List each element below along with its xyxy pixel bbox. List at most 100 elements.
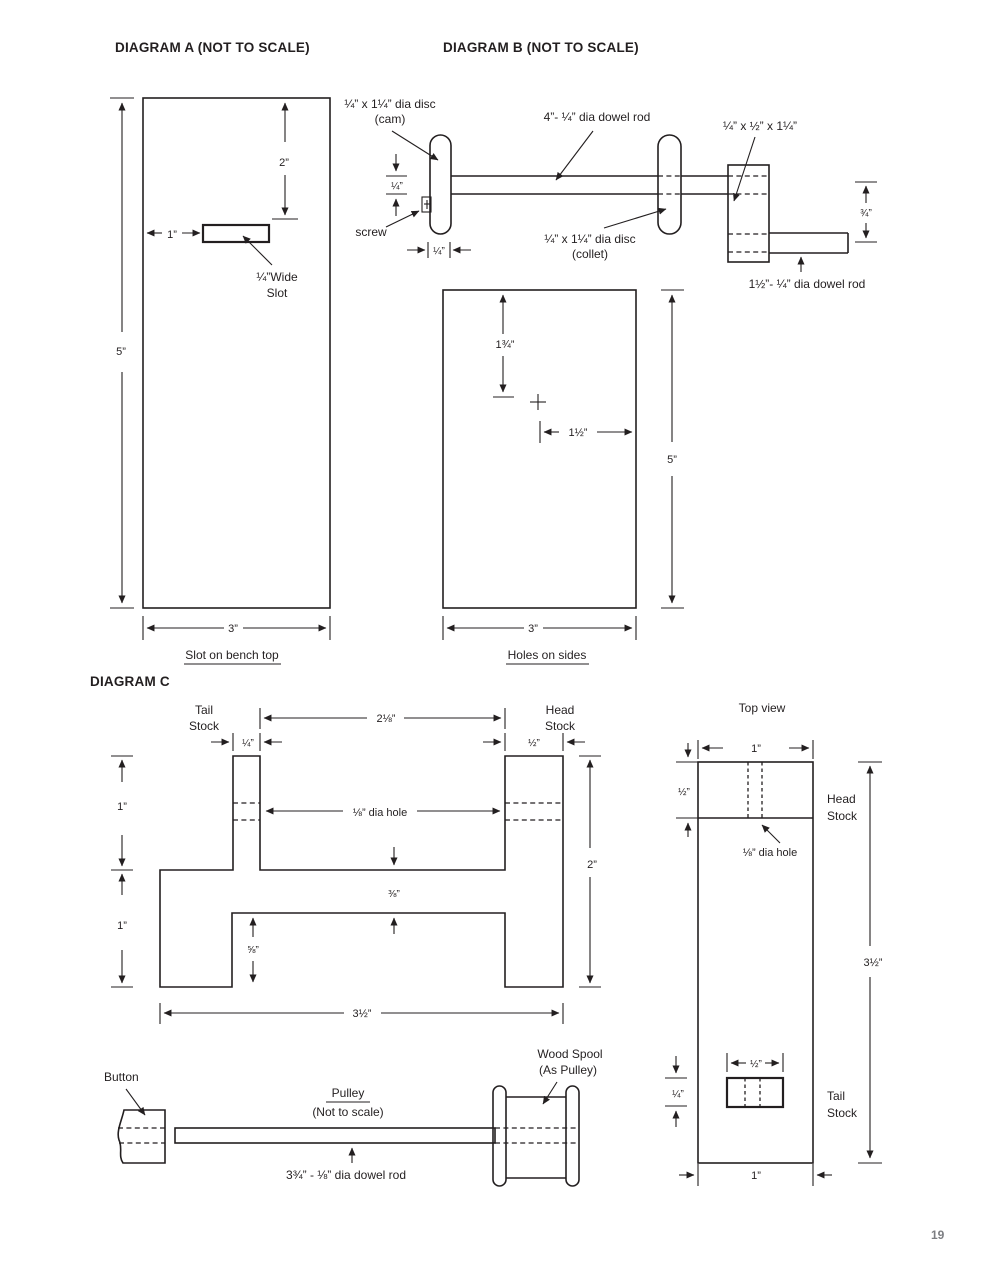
tail-slot-outline — [725, 1076, 785, 1109]
dim-label: ⅜” — [388, 889, 400, 900]
dim-label: 1” — [167, 229, 177, 241]
dim-label: ¼” — [391, 180, 403, 192]
dim-head-width: ½” — [483, 733, 585, 751]
head-stock-hole-hidden-lines — [747, 762, 763, 818]
screw — [421, 196, 432, 213]
dim-label: ¼” — [433, 245, 445, 257]
cam-note-line1: ¼” x 1¼” dia disc — [344, 97, 435, 111]
dim-label: 1” — [751, 1170, 761, 1182]
dim-slot-from-edge-1in: 1” — [146, 229, 201, 241]
tail-stock-label-line2: Stock — [827, 1106, 858, 1120]
rod-note: 4”- ¼” dia dowel rod — [544, 110, 651, 124]
dim-web: ⅜” — [388, 847, 400, 934]
spool-note-line2: (As Pulley) — [539, 1063, 597, 1077]
rod-leader-arrow — [555, 130, 594, 181]
dim-rod-dia: ¼” — [386, 154, 407, 216]
hole-note: ⅛” dia hole — [265, 807, 501, 819]
dim-label: ⅝” — [247, 945, 259, 956]
dim-head-depth: ½” — [676, 743, 699, 837]
dim-label: 2⅛” — [377, 713, 396, 725]
dim-cam-thickness: ¼” — [407, 242, 471, 258]
dim-label: ½” — [678, 787, 690, 798]
dim-label: 2” — [279, 157, 289, 169]
dim-width-3in: 3” — [142, 616, 331, 640]
lathe-bed-outline — [159, 755, 564, 988]
slot-note-line2: Slot — [267, 286, 288, 300]
dim-label: ¼” — [672, 1088, 684, 1100]
dim-total-height: 2” — [579, 755, 601, 988]
collet-note-line1: ¼” x 1¼” dia disc — [544, 232, 635, 246]
spool-flange-left — [492, 1085, 507, 1187]
crank-note: ¼” x ½” x 1¼” — [723, 119, 797, 133]
pulley-assembly: Button Pulley (Not to scale) 3¾” - ⅛” di… — [104, 1047, 603, 1187]
dim-label: 3½” — [864, 957, 883, 969]
dim-label: 1½” — [569, 427, 588, 439]
dim-label: ¼” — [242, 737, 254, 749]
tail-slot-hidden-lines — [744, 1078, 761, 1107]
head-stock-label-line2: Stock — [545, 719, 576, 733]
dim-overall-width: 3½” — [159, 1003, 564, 1024]
spool-flange-right — [565, 1085, 580, 1187]
tail-stock-label-line1: Tail — [827, 1089, 845, 1103]
dim-tail-width: ¼” — [211, 733, 282, 751]
dim-plate-height: 5” — [661, 289, 684, 609]
dim-label: 5” — [116, 346, 126, 358]
slot-leader-arrow — [242, 235, 273, 266]
screw-leader-arrow — [385, 210, 420, 228]
handle-note: 1½”- ¼” dia dowel rod — [749, 277, 866, 291]
dim-length: 3½” — [858, 761, 883, 1164]
dim-span: 2⅛” — [259, 708, 506, 729]
cam-note-line2: (cam) — [375, 112, 406, 126]
head-stock-label-line2: Stock — [827, 809, 858, 823]
dim-upper-1in: 1” — [111, 755, 133, 871]
dim-lower-1in: 1” — [111, 873, 133, 988]
spool-leader-arrow — [542, 1081, 558, 1105]
cam-disc — [429, 134, 452, 235]
page-number: 19 — [931, 1228, 945, 1242]
button-note: Button — [104, 1070, 139, 1084]
dim-plate-width: 3” — [442, 616, 637, 640]
tail-stock-label-line2: Stock — [189, 719, 220, 733]
wood-spool — [492, 1085, 580, 1187]
collet-disc — [657, 134, 682, 235]
hole-center-mark — [530, 394, 546, 410]
main-dowel-rod — [451, 175, 728, 195]
head-stock-label-line1: Head — [546, 703, 575, 717]
dim-label: 1” — [117, 801, 127, 813]
diagram-b: DIAGRAM B (NOT TO SCALE) ¼” x 1¼” d — [344, 40, 877, 665]
dim-slot-depth: ¼” — [665, 1056, 687, 1127]
dim-width-bottom: 1” — [679, 1164, 832, 1186]
holes-plate: 1¾” 1½” 5” — [442, 289, 684, 665]
dim-label: 3” — [228, 623, 238, 635]
dim-label: 3½” — [353, 1008, 372, 1020]
dim-label: ½” — [528, 738, 540, 749]
button-leader-arrow — [125, 1088, 146, 1116]
dim-height-5in: 5” — [110, 97, 134, 609]
pulley-rod-note: 3¾” - ⅛” dia dowel rod — [286, 1168, 406, 1182]
top-view: Top view 1” ½” Head Stock ⅛” dia hole — [665, 701, 883, 1186]
dim-label: 3” — [528, 623, 538, 635]
diagram-b-title: DIAGRAM B (NOT TO SCALE) — [443, 40, 639, 55]
pulley-rod — [174, 1127, 496, 1144]
diagram-a: DIAGRAM A (NOT TO SCALE) 5” 2” 1” ¼”Wide… — [110, 40, 331, 665]
holes-plate-outline — [442, 289, 637, 609]
dim-label: 1” — [751, 743, 761, 755]
diagram-a-caption: Slot on bench top — [185, 648, 279, 662]
dim-label: 1” — [117, 920, 127, 932]
pulley-title: Pulley — [332, 1086, 365, 1100]
top-view-outline — [697, 761, 814, 1164]
hidden-hole-lines — [233, 802, 563, 821]
crank-leader-arrow — [732, 136, 756, 202]
pulley-subtitle: (Not to scale) — [312, 1105, 383, 1119]
dim-handle-offset: ¾” — [855, 181, 877, 243]
button-outline — [117, 1109, 166, 1164]
dim-hole-from-edge: 1½” — [539, 421, 633, 443]
slot-note-line1: ¼”Wide — [256, 270, 298, 284]
diagram-c-title: DIAGRAM C — [90, 674, 170, 689]
crank-block — [727, 164, 770, 263]
dim-label: 5” — [667, 454, 677, 466]
screw-note: screw — [355, 225, 387, 239]
dim-width-top: 1” — [697, 740, 814, 759]
